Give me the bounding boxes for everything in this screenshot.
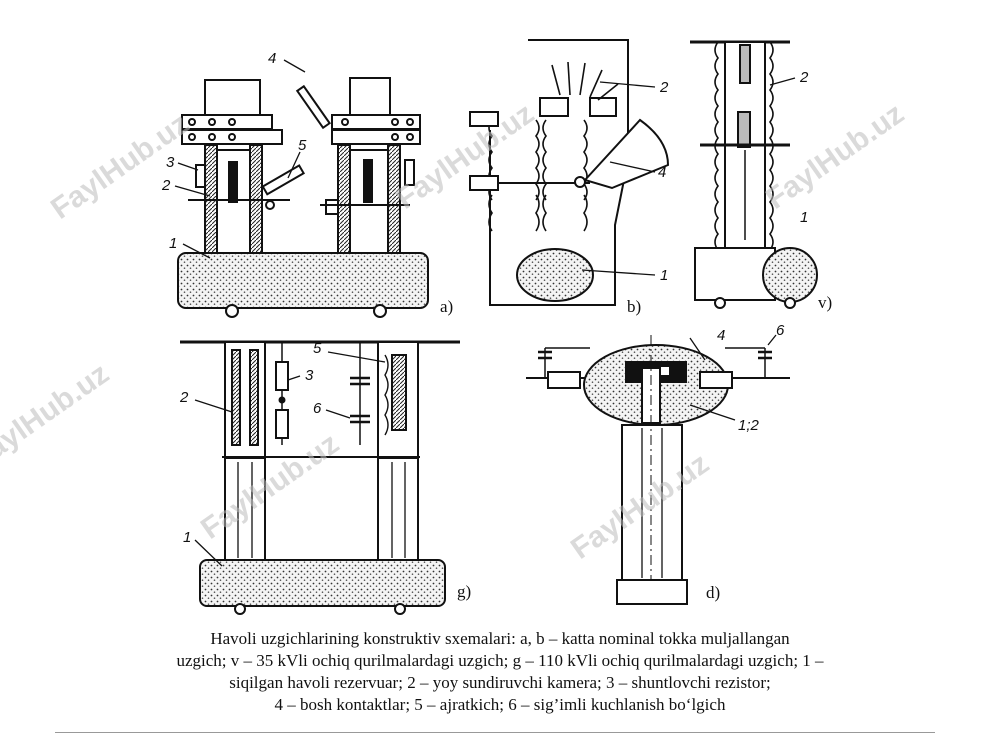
shunt-resistor [275, 409, 289, 439]
caption-line: uzgich; v – 35 kVli ochiq qurilmalardagi… [176, 651, 824, 670]
panel-label-a: a) [440, 297, 453, 316]
capacitor [350, 376, 370, 424]
capacitor [758, 350, 772, 360]
air-reservoir [199, 559, 446, 607]
panel-label-b: b) [627, 297, 641, 316]
main-contact-arm [295, 84, 332, 130]
wheel [784, 297, 796, 309]
breaker-housing [489, 39, 629, 306]
insulator-column [377, 457, 419, 561]
air-reservoir [516, 248, 594, 302]
disconnector-blade [261, 164, 306, 196]
capacitor [538, 350, 552, 360]
callout-2: 2 [659, 79, 669, 96]
wheel [394, 603, 406, 615]
figure-caption: Havoli uzgichlarining konstruktiv sxemal… [40, 628, 960, 716]
panel-label-v: v) [818, 293, 832, 312]
panel-d-callouts: 4 6 1;2 d) [706, 322, 785, 602]
watermark: FaylHub.uz [760, 97, 910, 216]
base [694, 247, 776, 301]
callout-1: 1 [800, 209, 808, 226]
callout-2: 2 [161, 177, 171, 194]
insulator-column [337, 144, 351, 254]
wheel [373, 304, 387, 318]
watermarks: FaylHub.uz FaylHub.uz FaylHub.uz FaylHub… [0, 97, 910, 566]
callout-3: 3 [166, 154, 175, 171]
shunt-resistor [195, 164, 206, 188]
panel-label-d: d) [706, 583, 720, 602]
panel-v [690, 40, 818, 309]
panel-v-callouts: 2 1 v) [799, 69, 832, 312]
shunt-resistor [404, 159, 415, 186]
support-column [621, 424, 683, 581]
main-contact-arm [583, 118, 670, 190]
panel-a-callouts: 1 2 3 4 5 a) [161, 50, 453, 316]
wheel [234, 603, 246, 615]
callout-5: 5 [298, 137, 307, 154]
callout-1: 1 [183, 529, 191, 546]
air-reservoir [177, 252, 429, 309]
callout-2: 2 [799, 69, 809, 86]
caption-line: Havoli uzgichlarining konstruktiv sxemal… [210, 629, 790, 648]
breaker-schematics-figure: 1 2 3 4 5 a) [0, 39, 910, 615]
base [616, 579, 688, 605]
top-cap [204, 79, 261, 116]
watermark: FaylHub.uz [195, 427, 345, 546]
arc-lines [551, 61, 619, 101]
caption-line: siqilgan havoli rezervuar; 2 – yoy sundi… [229, 673, 771, 692]
callout-4: 4 [268, 50, 276, 67]
callout-5: 5 [313, 340, 322, 357]
panel-d [526, 334, 790, 605]
divider [55, 732, 935, 733]
callout-6: 6 [776, 322, 785, 339]
callout-1: 1 [660, 267, 668, 284]
callout-1: 1 [169, 235, 177, 252]
air-reservoir [762, 247, 818, 303]
wheel [714, 297, 726, 309]
callout-1-2: 1;2 [738, 417, 760, 434]
panel-label-g: g) [457, 582, 471, 601]
watermark: FaylHub.uz [0, 357, 115, 476]
panel-g [180, 340, 460, 615]
panel-a [174, 59, 429, 318]
caption-line: 4 – bosh kontaktlar; 5 – ajratkich; 6 – … [274, 695, 726, 714]
wheel [225, 304, 239, 318]
callout-2: 2 [179, 389, 189, 406]
top-cap [349, 77, 391, 117]
shunt-resistor [275, 361, 289, 391]
panel-b [469, 39, 670, 306]
callout-6: 6 [313, 400, 322, 417]
callout-4: 4 [717, 327, 725, 344]
panel-b-callouts: 2 4 1 b) [627, 79, 669, 316]
callout-3: 3 [305, 367, 314, 384]
panel-g-callouts: 2 3 5 6 1 g) [179, 340, 471, 601]
callout-4: 4 [658, 164, 666, 181]
